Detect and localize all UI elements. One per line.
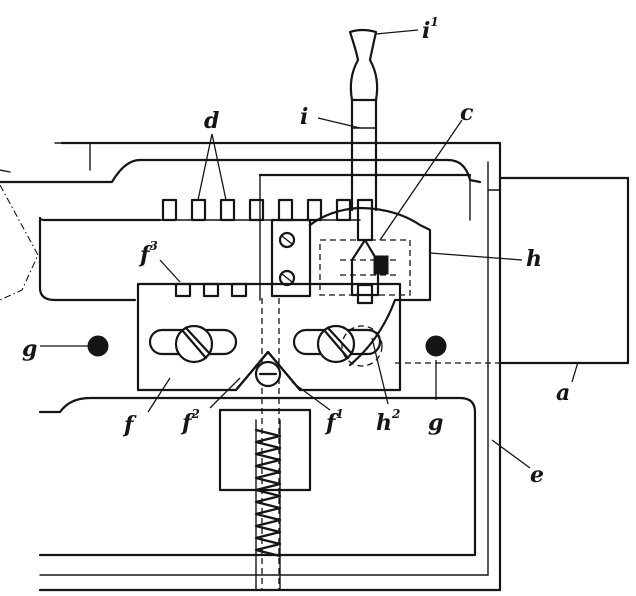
carriage-block: [258, 173, 472, 301]
label-i1: i1: [422, 15, 439, 44]
pin-g-left: [87, 335, 109, 357]
label-f1: f1: [324, 407, 344, 436]
label-h: h: [526, 246, 542, 272]
comb-teeth: [149, 198, 361, 222]
label-a: a: [556, 380, 570, 406]
label-i: i: [300, 104, 308, 130]
cam-plate-h: [308, 198, 432, 367]
plate-a: [395, 176, 630, 365]
label-g-right: g: [428, 410, 443, 436]
label-f3: f3: [138, 239, 158, 268]
leader-lines: [40, 29, 579, 469]
label-f: f: [122, 412, 137, 438]
label-d: d: [204, 108, 219, 134]
label-e: e: [530, 462, 544, 488]
frame-e: [38, 141, 502, 592]
operating-rod-i: [348, 28, 379, 212]
upper-slotted-bar: [0, 158, 482, 302]
label-g-left: g: [22, 336, 37, 362]
label-h2: h2: [376, 407, 400, 436]
label-f2: f2: [180, 407, 200, 436]
slot-screw-left: [148, 324, 238, 364]
left-edge-fragment: [0, 169, 39, 301]
spring-housing: [38, 396, 477, 591]
pin-g-right: [425, 335, 447, 357]
label-c: c: [460, 100, 474, 126]
toggle-lever: [234, 350, 302, 392]
slot-screw-right: [292, 324, 383, 367]
